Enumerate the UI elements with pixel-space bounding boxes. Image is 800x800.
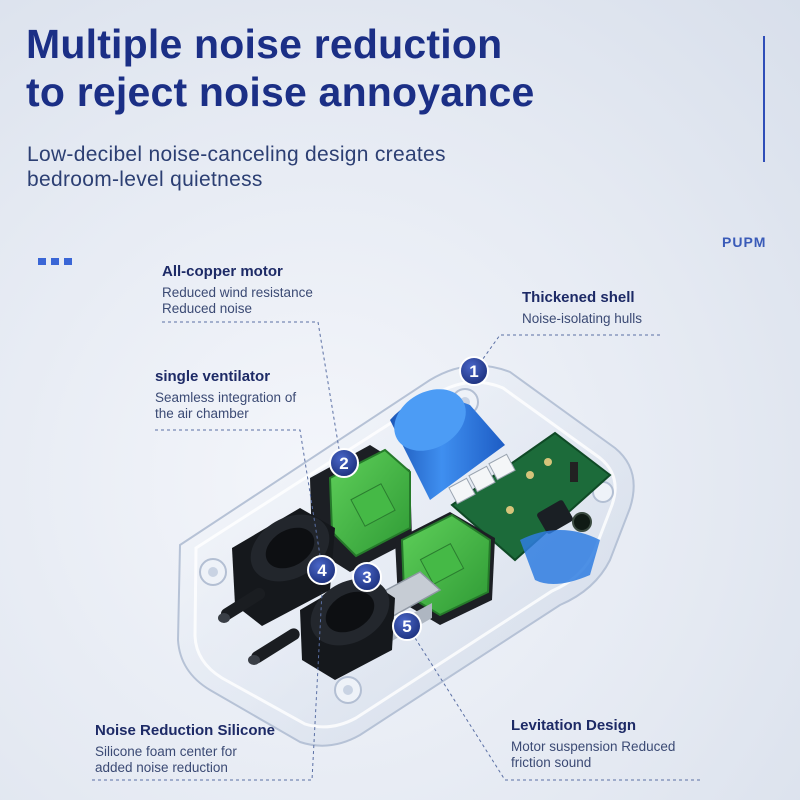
badge-4-number: 4 bbox=[317, 561, 327, 580]
badge-5-number: 5 bbox=[402, 617, 411, 636]
callout-title: single ventilator bbox=[155, 368, 271, 385]
badge-1: 1 bbox=[459, 356, 489, 386]
callout-title: Noise Reduction Silicone bbox=[95, 722, 276, 739]
callout-description: Silicone foam center for added noise red… bbox=[95, 744, 237, 775]
decorative-divider bbox=[763, 36, 765, 162]
subheadline: Low-decibel noise-canceling design creat… bbox=[27, 142, 446, 192]
callout-levitation-design: Levitation Design Motor suspension Reduc… bbox=[511, 716, 676, 771]
headline: Multiple noise reduction to reject noise… bbox=[26, 20, 535, 116]
subheadline-line-1: Low-decibel noise-canceling design creat… bbox=[27, 143, 446, 166]
headline-line-1: Multiple noise reduction bbox=[26, 21, 503, 67]
callout-description: Motor suspension Reduced friction sound bbox=[511, 739, 676, 770]
callout-description: Reduced wind resistance Reduced noise bbox=[162, 285, 313, 316]
badge-2: 2 bbox=[329, 448, 359, 478]
diaphragm-chambers bbox=[232, 508, 395, 680]
subheadline-line-2: bedroom-level quietness bbox=[27, 168, 263, 191]
capacitor bbox=[390, 389, 600, 584]
badge-5: 5 bbox=[392, 611, 422, 641]
callout-single-ventilator: single ventilator Seamless integration o… bbox=[155, 367, 305, 422]
circuit-board bbox=[450, 431, 612, 562]
badge-3: 3 bbox=[352, 562, 382, 592]
badge-4: 4 bbox=[307, 555, 337, 585]
callout-description: Noise-isolating hulls bbox=[522, 311, 643, 326]
callout-all-copper-motor: All-copper motor Reduced wind resistance… bbox=[162, 262, 342, 317]
badge-3-number: 3 bbox=[362, 568, 371, 587]
badge-2-number: 2 bbox=[339, 454, 348, 473]
leader-lines bbox=[92, 321, 700, 781]
callout-title: Levitation Design bbox=[511, 717, 637, 734]
callout-description: Seamless integration of the air chamber bbox=[155, 390, 297, 421]
callout-title: All-copper motor bbox=[162, 263, 283, 280]
callout-noise-reduction-silicone: Noise Reduction Silicone Silicone foam c… bbox=[95, 721, 276, 776]
callout-title: Thickened shell bbox=[522, 289, 635, 306]
terminal-blocks bbox=[448, 453, 516, 505]
air-outlet-nozzles bbox=[218, 587, 300, 665]
brand-logo: PUPM bbox=[722, 234, 767, 250]
badge-1-number: 1 bbox=[469, 362, 478, 381]
decorative-dots bbox=[38, 258, 72, 265]
callout-thickened-shell: Thickened shell Noise-isolating hulls bbox=[522, 288, 772, 327]
headline-line-2: to reject noise annoyance bbox=[26, 69, 535, 115]
